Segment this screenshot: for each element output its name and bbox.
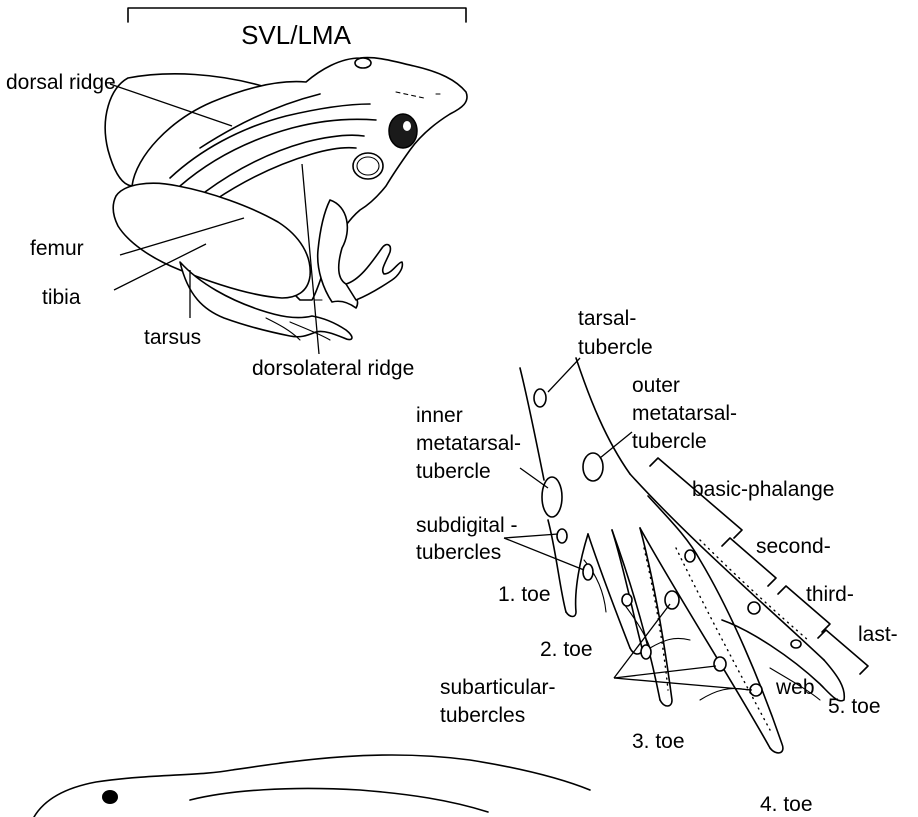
leader-subarticular-1 (614, 604, 670, 678)
bottom-partial-outline (34, 755, 590, 817)
tarsal-tubercle (534, 389, 546, 407)
subarticular-tubercle-f (748, 602, 760, 614)
label-toe-3: 3. toe (632, 730, 685, 753)
subarticular-tubercle-a (622, 594, 632, 606)
leader-subarticular-2 (614, 666, 716, 678)
label-inner-metatarsal-2: metatarsal- (416, 432, 521, 455)
eye-icon (102, 790, 118, 804)
subdigital-tubercle-1 (557, 529, 567, 543)
label-toe-1: 1. toe (498, 583, 551, 606)
label-inner-metatarsal-3: tubercle (416, 460, 491, 483)
label-toe-5: 5. toe (828, 695, 881, 718)
label-subdigital-2: tubercles (416, 541, 501, 564)
label-tarsus: tarsus (144, 326, 201, 349)
leader-tarsal-tubercle (548, 358, 580, 392)
label-second: second- (756, 535, 831, 558)
subarticular-tubercle-b (665, 591, 679, 609)
label-outer-metatarsal-3: tubercle (632, 430, 707, 453)
label-subdigital-1: subdigital - (416, 514, 518, 537)
label-subarticular-1: subarticular- (440, 676, 556, 699)
inner-metatarsal-tubercle (542, 477, 562, 517)
label-tarsal-tubercle-2: tubercle (578, 336, 653, 359)
subarticular-tubercle-e (714, 657, 726, 671)
label-last: last- (858, 623, 898, 646)
label-outer-metatarsal-2: metatarsal- (632, 402, 737, 425)
label-tibia: tibia (42, 286, 81, 309)
label-inner-metatarsal-1: inner (416, 404, 463, 427)
leader-outer-metatarsal (600, 432, 632, 458)
subarticular-tubercle-c (641, 645, 651, 659)
label-toe-2: 2. toe (540, 638, 593, 661)
frog-body-illustration (105, 58, 467, 340)
label-subarticular-2: tubercles (440, 704, 525, 727)
subdigital-tubercle-2 (583, 564, 593, 580)
leader-subarticular-3 (614, 678, 752, 690)
label-dorsolateral-ridge: dorsolateral ridge (252, 357, 414, 380)
label-dorsal-ridge: dorsal ridge (6, 71, 116, 94)
label-third: third- (806, 583, 854, 606)
leader-subdigital-2 (504, 538, 584, 570)
subarticular-tubercle-d (685, 550, 695, 562)
label-outer-metatarsal-1: outer (632, 374, 680, 397)
label-svl-lma: SVL/LMA (241, 20, 351, 50)
label-basic-phalange: basic-phalange (692, 478, 834, 501)
label-web: web (775, 676, 815, 699)
label-femur: femur (30, 237, 84, 260)
label-toe-4: 4. toe (760, 793, 813, 816)
subarticular-tubercle-h (791, 640, 801, 648)
label-tarsal-tubercle-1: tarsal- (578, 307, 636, 330)
